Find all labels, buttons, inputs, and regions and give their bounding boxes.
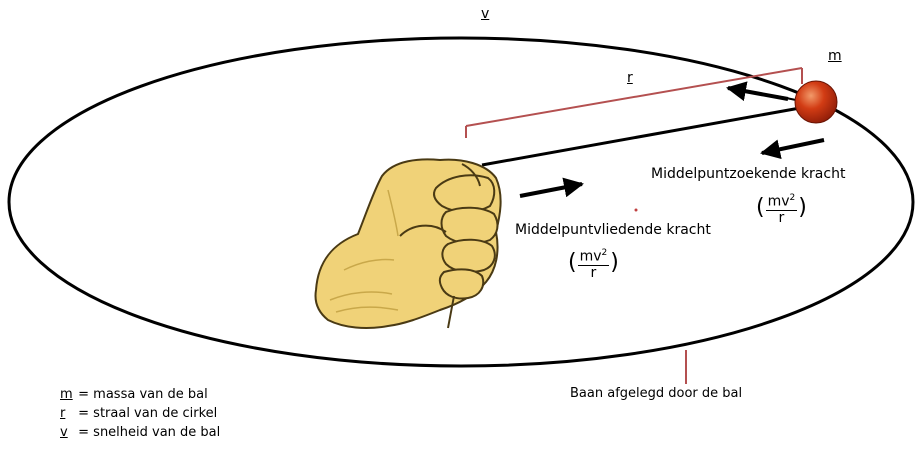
orbit-path xyxy=(7,36,915,368)
legend-row-velocity: v = snelheid van de bal xyxy=(60,423,220,442)
ball xyxy=(794,80,838,124)
radius-label: r xyxy=(627,70,633,86)
centripetal-formula: ( mv2 r ) xyxy=(756,191,807,226)
formula-numerator: mv xyxy=(579,248,602,265)
mass-label: m xyxy=(828,48,842,64)
formula-exponent: 2 xyxy=(789,193,796,203)
legend-symbol: v xyxy=(60,425,68,440)
legend: m = massa van de bal r = straal van de c… xyxy=(60,385,220,442)
formula-close-paren: ) xyxy=(610,250,619,276)
formula-denominator: r xyxy=(590,264,597,281)
hand-shading xyxy=(329,189,399,313)
centrifugal-force-label: Middelpuntvliedende kracht xyxy=(515,222,711,238)
legend-text: = snelheid van de bal xyxy=(78,425,221,440)
center-point xyxy=(634,208,638,212)
legend-symbol: r xyxy=(60,406,66,421)
radius-bracket xyxy=(465,67,803,138)
centrifugal-formula: ( mv2 r ) xyxy=(568,246,619,281)
legend-text: = massa van de bal xyxy=(78,387,208,402)
path-label: Baan afgelegd door de bal xyxy=(570,386,743,401)
legend-row-radius: r = straal van de cirkel xyxy=(60,404,220,423)
centripetal-force-label: Middelpuntzoekende kracht xyxy=(651,166,846,182)
formula-exponent: 2 xyxy=(601,248,608,258)
arrow-tangent xyxy=(726,81,789,102)
formula-open-paren: ( xyxy=(756,195,765,221)
string xyxy=(481,106,801,167)
formula-open-paren: ( xyxy=(568,250,577,276)
arrow-centripetal xyxy=(760,138,825,160)
fist-icon xyxy=(314,158,502,329)
formula-denominator: r xyxy=(778,209,785,226)
formula-close-paren: ) xyxy=(798,195,807,221)
arrow-centrifugal xyxy=(519,177,584,198)
formula-numerator: mv xyxy=(767,193,790,210)
legend-row-mass: m = massa van de bal xyxy=(60,385,220,404)
velocity-label: v xyxy=(481,6,490,22)
legend-text: = straal van de cirkel xyxy=(78,406,218,421)
legend-symbol: m xyxy=(60,387,73,402)
